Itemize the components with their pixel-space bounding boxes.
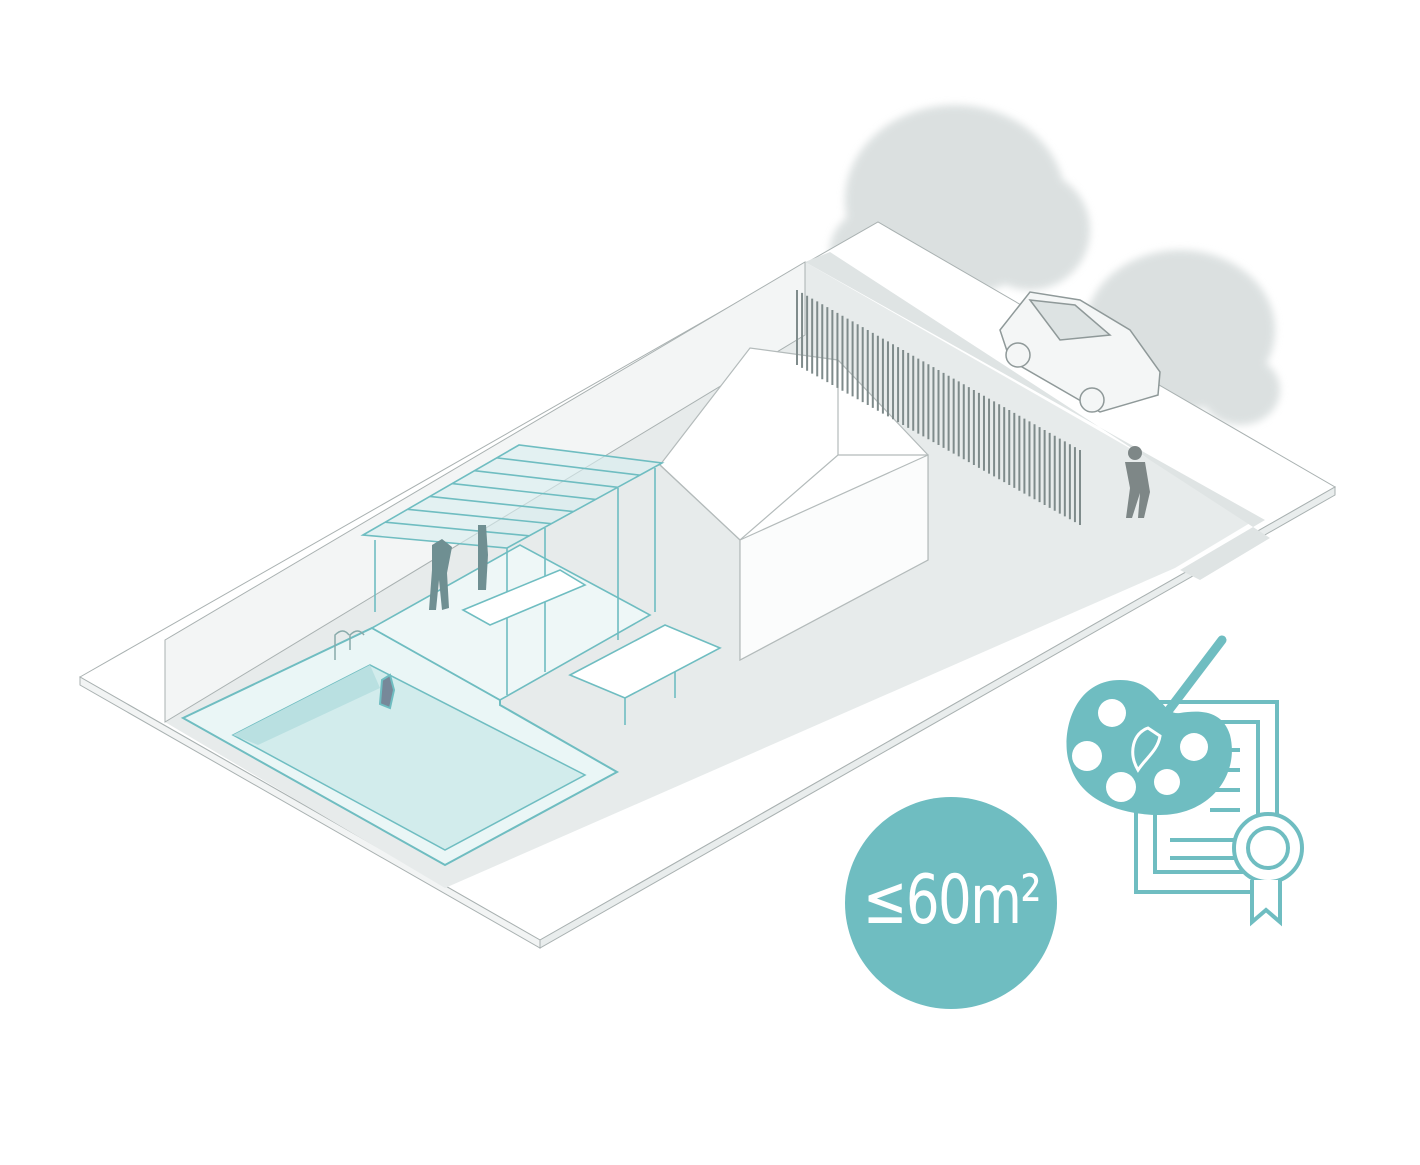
area-limit-text: ≤60m² xyxy=(862,860,1041,940)
palette-brush-icon xyxy=(1066,635,1232,815)
pergola-rafter xyxy=(407,508,552,525)
pergola-rafter xyxy=(496,457,640,476)
car xyxy=(999,291,1161,413)
pergola-rafter xyxy=(429,495,574,513)
pergola-rafter xyxy=(474,469,618,489)
area-badge: ≤60m² xyxy=(845,797,1057,1009)
fence xyxy=(796,290,1081,525)
pergola-deck xyxy=(360,444,722,725)
pergola-rafter xyxy=(452,482,596,501)
pool xyxy=(180,626,620,867)
pedestrian xyxy=(1125,446,1150,518)
pergola-rafter xyxy=(385,521,530,537)
